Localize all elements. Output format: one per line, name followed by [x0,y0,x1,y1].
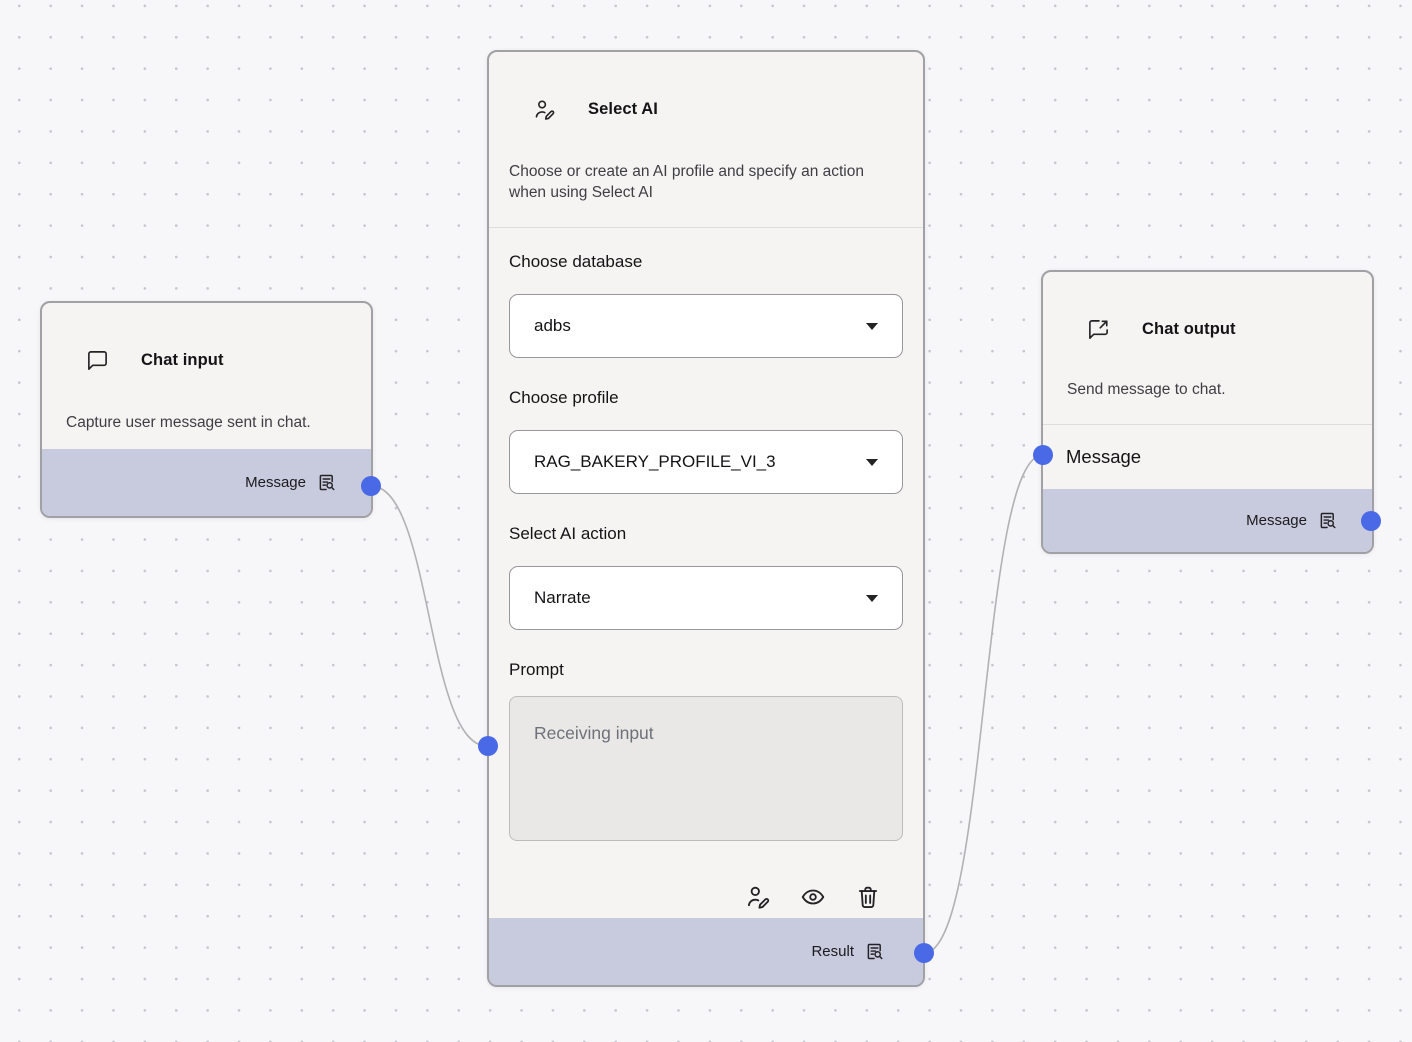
edge-selectai-to-chatoutput[interactable] [923,454,1044,954]
input-port-label: Message [1066,445,1142,467]
user-edit-icon [535,100,555,120]
chat-export-icon [1089,320,1108,339]
trash-icon[interactable] [855,884,881,910]
select-ai-body: Choose database adbs Choose profile RAG_… [489,228,923,910]
node-description: Capture user message sent in chat. [66,414,311,431]
select-ai-header: Select AI [489,52,923,121]
prompt-label: Prompt [509,660,564,679]
node-title: Chat input [141,351,224,369]
chat-output-header: Chat output [1043,272,1372,341]
choose-database-label: Choose database [509,252,643,271]
chat-input-output-row: Message [42,449,371,516]
choose-profile-select[interactable]: RAG_BAKERY_PROFILE_VI_3 [509,430,903,494]
eye-icon[interactable] [800,884,826,910]
node-chat-input[interactable]: Chat input Capture user message sent in … [40,301,373,518]
chevron-down-icon [866,594,878,602]
choose-database-select[interactable]: adbs [509,294,903,358]
chevron-down-icon [866,322,878,330]
choose-database-value: adbs [534,316,571,335]
output-port-label: Result [811,943,854,960]
header-divider [489,227,923,228]
node-chat-output[interactable]: Chat output Send message to chat. Messag… [1041,270,1374,554]
node-actions-row [509,884,903,910]
node-description: Choose or create an AI profile and speci… [509,163,864,201]
select-ai-action-value: Narrate [534,588,591,607]
node-title: Chat output [1142,320,1236,338]
node-select-ai[interactable]: Select AI Choose or create an AI profile… [487,50,925,987]
chevron-down-icon [866,458,878,466]
chat-input-header: Chat input [42,303,371,372]
prompt-textarea[interactable] [509,696,903,841]
port-chat-input-message-out[interactable] [361,476,381,496]
select-ai-output-row: Result [489,918,923,985]
port-chat-output-message-in[interactable] [1033,445,1053,465]
output-port-label: Message [245,474,306,491]
edge-chatinput-to-selectai[interactable] [370,485,488,747]
port-select-ai-prompt-in[interactable] [478,736,498,756]
chat-output-input-row: Message [1043,425,1372,489]
inspect-result-icon[interactable] [864,941,885,962]
choose-profile-label: Choose profile [509,388,619,407]
select-ai-action-select[interactable]: Narrate [509,566,903,630]
inspect-message-icon[interactable] [1317,510,1338,531]
port-chat-output-message-out[interactable] [1361,511,1381,531]
header-divider [1043,424,1372,425]
port-select-ai-result-out[interactable] [914,943,934,963]
inspect-message-icon[interactable] [316,472,337,493]
node-title: Select AI [588,100,658,118]
output-port-label: Message [1246,511,1307,529]
node-description: Send message to chat. [1067,381,1226,398]
chat-bubble-icon [88,351,107,370]
chat-output-output-row: Message [1043,488,1372,552]
select-ai-action-label: Select AI action [509,524,627,543]
choose-profile-value: RAG_BAKERY_PROFILE_VI_3 [534,452,776,471]
user-edit-icon[interactable] [745,884,771,910]
